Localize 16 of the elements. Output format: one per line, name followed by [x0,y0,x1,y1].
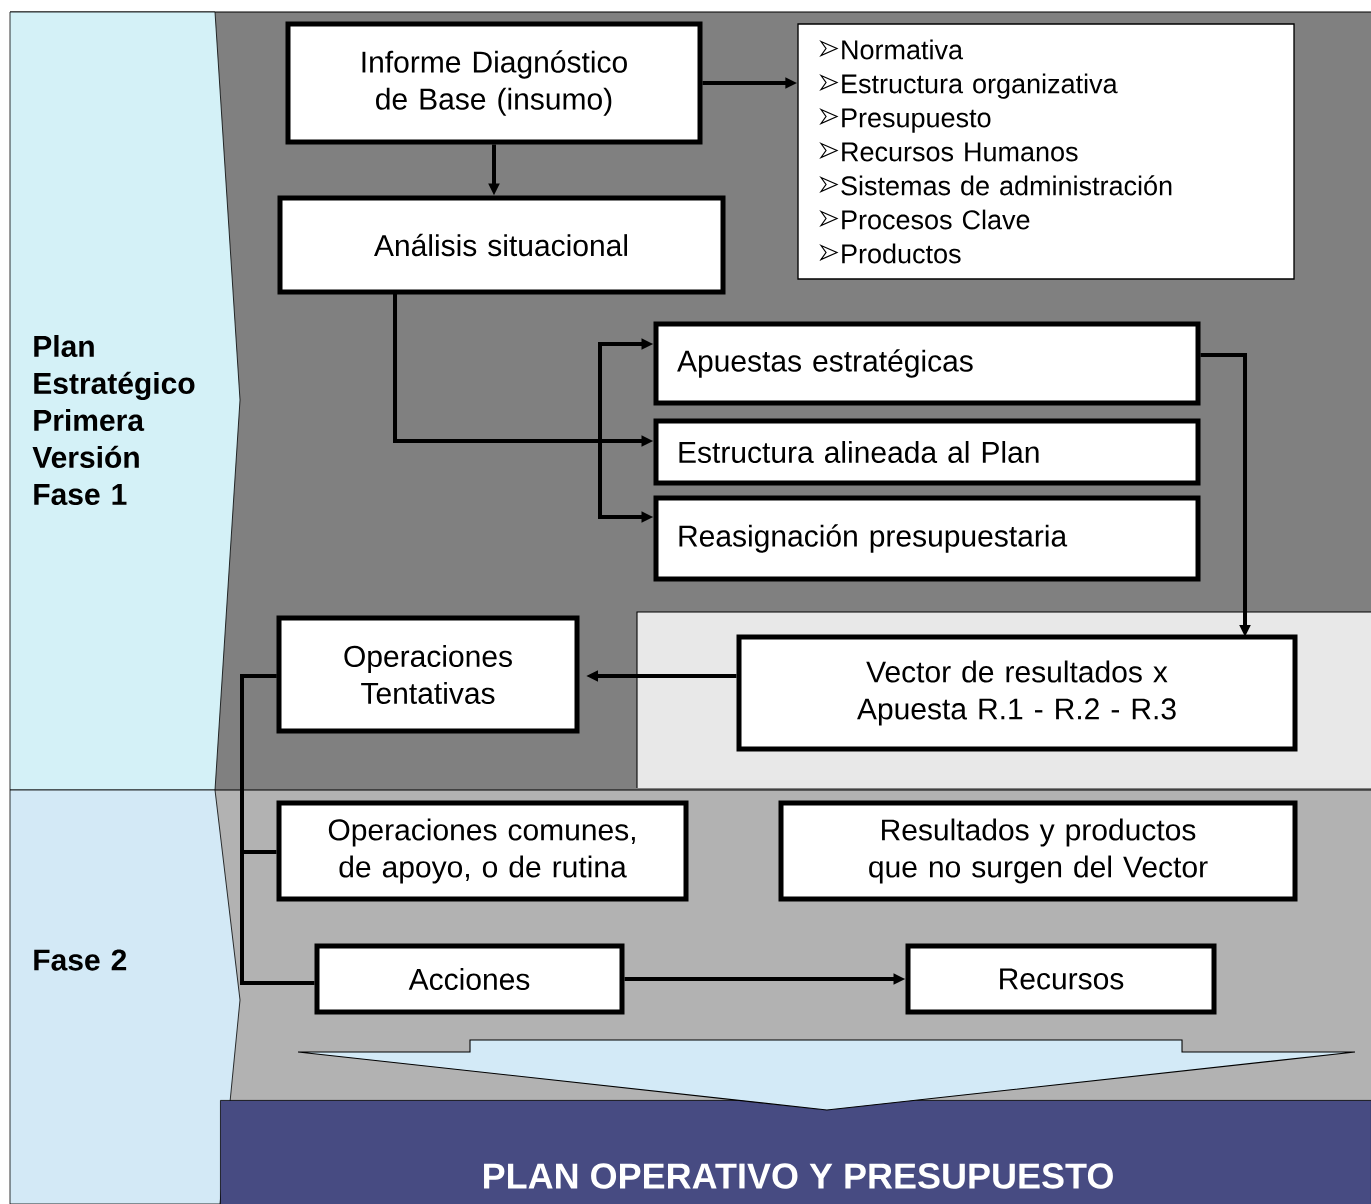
block-arrow [297,1039,1356,1111]
process-box: Análisis situacional [277,195,726,295]
process-box: Apuestas estratégicas [653,321,1201,406]
plan-band: PLAN OPERATIVO Y PRESUPUESTO [220,1100,1371,1204]
phase-band: Plan Estratégico Primera Versión Fase 1 [9,11,241,791]
process-box: Vector de resultados x Apuesta R.1 - R.2 - R.3 [736,634,1298,752]
list-box: Normativa Estructura organizativa Presupuesto Recursos Humanos Sistemas de administración Procesos Clave Productos [797,23,1295,280]
process-box: Operaciones comunes, de apoyo, o de rutina [276,800,689,902]
process-box: Resultados y productos que no surgen del Vector [778,800,1298,902]
process-box: Recursos [905,943,1217,1015]
process-box: Estructura alineada al Plan [653,418,1201,486]
process-box: Acciones [314,943,625,1015]
process-box: Reasignación presupuestaria [653,495,1201,582]
process-box: Informe Diagnóstico de Base (insumo) [285,21,703,145]
phase-band: Fase 2 [9,789,241,1204]
process-box: Operaciones Tentativas [276,615,580,734]
